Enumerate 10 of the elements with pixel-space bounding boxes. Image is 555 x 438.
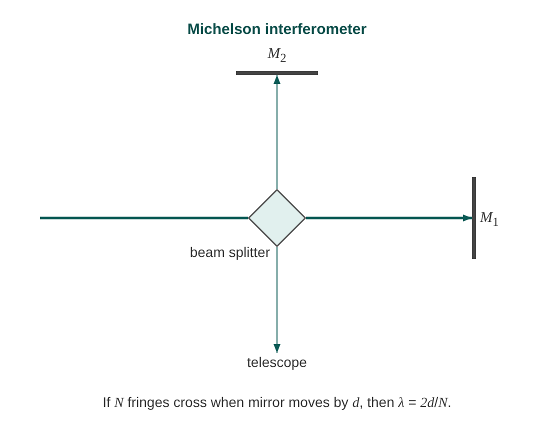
beam-line — [40, 216, 248, 220]
arrow — [306, 214, 472, 222]
mirror-label: M$_{2}$ — [268, 45, 286, 67]
arrow — [274, 246, 280, 354]
mirror-label: M$_{1}$ — [480, 209, 499, 231]
diagram-title: Michelson interferometer — [187, 21, 367, 38]
caption-text: If N fringes cross when mirror moves by d, then λ = 2d/N. — [102, 394, 452, 412]
component-label: beam splitter — [190, 243, 270, 261]
telescope-label: telescope — [247, 353, 307, 371]
arrow — [274, 74, 280, 190]
